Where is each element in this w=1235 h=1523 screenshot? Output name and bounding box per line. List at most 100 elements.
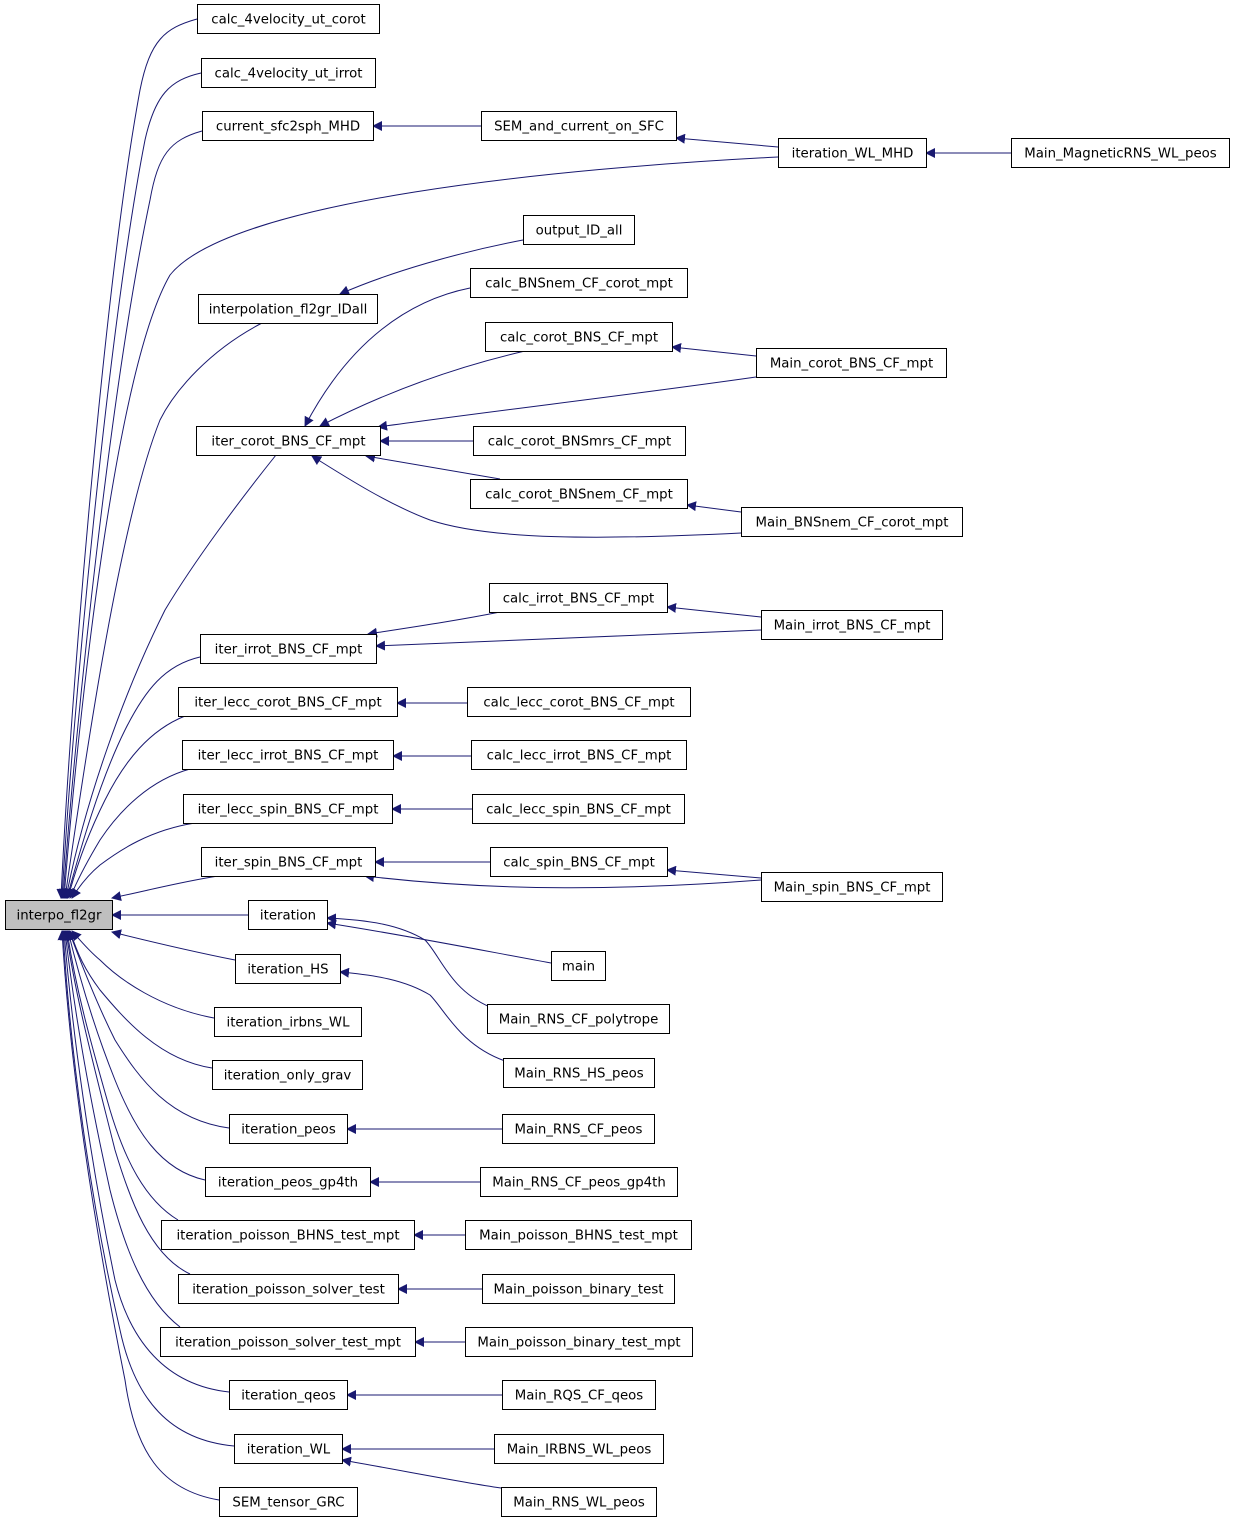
- node-iteration_irbns_WL[interactable]: iteration_irbns_WL: [214, 1007, 362, 1037]
- node-box[interactable]: [161, 1220, 415, 1250]
- node-iteration_poisson_solver_test_mpt[interactable]: iteration_poisson_solver_test_mpt: [160, 1327, 416, 1357]
- node-current_sfc2sph_MHD[interactable]: current_sfc2sph_MHD: [202, 111, 374, 141]
- node-box[interactable]: [470, 268, 688, 298]
- node-box[interactable]: [214, 1007, 362, 1037]
- node-box[interactable]: [196, 426, 381, 456]
- node-calc_lecc_corot_BNS_CF_mpt[interactable]: calc_lecc_corot_BNS_CF_mpt: [467, 687, 691, 717]
- node-box[interactable]: [502, 1114, 655, 1144]
- node-box[interactable]: [248, 900, 328, 930]
- node-box[interactable]: [503, 1058, 655, 1088]
- node-calc_corot_BNSmrs_CF_mpt[interactable]: calc_corot_BNSmrs_CF_mpt: [473, 426, 686, 456]
- node-iteration_peos[interactable]: iteration_peos: [229, 1114, 348, 1144]
- node-Main_BNSnem_CF_corot_mpt[interactable]: Main_BNSnem_CF_corot_mpt: [741, 507, 963, 537]
- node-SEM_tensor_GRC[interactable]: SEM_tensor_GRC: [219, 1487, 358, 1517]
- node-calc_irrot_BNS_CF_mpt[interactable]: calc_irrot_BNS_CF_mpt: [489, 583, 668, 613]
- node-Main_RNS_WL_peos[interactable]: Main_RNS_WL_peos: [501, 1487, 657, 1517]
- node-box[interactable]: [201, 58, 376, 88]
- node-calc_4velocity_ut_irrot[interactable]: calc_4velocity_ut_irrot: [201, 58, 376, 88]
- node-box[interactable]: [501, 1487, 657, 1517]
- node-box[interactable]: [178, 1274, 399, 1304]
- node-Main_MagneticRNS_WL_peos[interactable]: Main_MagneticRNS_WL_peos: [1011, 138, 1230, 168]
- node-iteration[interactable]: iteration: [248, 900, 328, 930]
- node-box[interactable]: [182, 740, 394, 770]
- node-calc_lecc_irrot_BNS_CF_mpt[interactable]: calc_lecc_irrot_BNS_CF_mpt: [471, 740, 687, 770]
- node-box[interactable]: [160, 1327, 416, 1357]
- node-iter_spin_BNS_CF_mpt[interactable]: iter_spin_BNS_CF_mpt: [201, 847, 376, 877]
- node-box[interactable]: [490, 847, 668, 877]
- node-box[interactable]: [467, 687, 691, 717]
- node-box[interactable]: [778, 138, 927, 168]
- node-box[interactable]: [494, 1434, 664, 1464]
- node-box[interactable]: [485, 322, 673, 352]
- node-Main_poisson_binary_test_mpt[interactable]: Main_poisson_binary_test_mpt: [465, 1327, 693, 1357]
- node-box[interactable]: [1011, 138, 1230, 168]
- node-Main_spin_BNS_CF_mpt[interactable]: Main_spin_BNS_CF_mpt: [761, 872, 943, 902]
- node-iteration_WL_MHD[interactable]: iteration_WL_MHD: [778, 138, 927, 168]
- node-box[interactable]: [201, 847, 376, 877]
- node-main[interactable]: main: [551, 951, 606, 981]
- node-iteration_WL[interactable]: iteration_WL: [234, 1434, 343, 1464]
- node-calc_4velocity_ut_corot[interactable]: calc_4velocity_ut_corot: [197, 4, 380, 34]
- node-box[interactable]: [229, 1380, 348, 1410]
- node-box[interactable]: [523, 215, 635, 245]
- node-Main_RNS_HS_peos[interactable]: Main_RNS_HS_peos: [503, 1058, 655, 1088]
- node-box[interactable]: [487, 1004, 670, 1034]
- node-box[interactable]: [205, 1167, 371, 1197]
- node-Main_RNS_CF_peos[interactable]: Main_RNS_CF_peos: [502, 1114, 655, 1144]
- node-iter_irrot_BNS_CF_mpt[interactable]: iter_irrot_BNS_CF_mpt: [200, 634, 377, 664]
- node-box[interactable]: [219, 1487, 358, 1517]
- node-Main_RQS_CF_qeos[interactable]: Main_RQS_CF_qeos: [502, 1380, 656, 1410]
- node-calc_BNSnem_CF_corot_mpt[interactable]: calc_BNSnem_CF_corot_mpt: [470, 268, 688, 298]
- node-box[interactable]: [761, 872, 943, 902]
- node-iter_lecc_spin_BNS_CF_mpt[interactable]: iter_lecc_spin_BNS_CF_mpt: [183, 794, 393, 824]
- node-iteration_peos_gp4th[interactable]: iteration_peos_gp4th: [205, 1167, 371, 1197]
- node-iteration_poisson_solver_test[interactable]: iteration_poisson_solver_test: [178, 1274, 399, 1304]
- node-box[interactable]: [178, 687, 398, 717]
- node-box[interactable]: [5, 900, 113, 930]
- node-iteration_poisson_BHNS_test_mpt[interactable]: iteration_poisson_BHNS_test_mpt: [161, 1220, 415, 1250]
- node-Main_poisson_binary_test[interactable]: Main_poisson_binary_test: [482, 1274, 675, 1304]
- node-iter_lecc_corot_BNS_CF_mpt[interactable]: iter_lecc_corot_BNS_CF_mpt: [178, 687, 398, 717]
- node-calc_corot_BNSnem_CF_mpt[interactable]: calc_corot_BNSnem_CF_mpt: [470, 479, 688, 509]
- node-Main_corot_BNS_CF_mpt[interactable]: Main_corot_BNS_CF_mpt: [756, 348, 947, 378]
- node-box[interactable]: [200, 634, 377, 664]
- node-box[interactable]: [741, 507, 963, 537]
- node-iter_lecc_irrot_BNS_CF_mpt[interactable]: iter_lecc_irrot_BNS_CF_mpt: [182, 740, 394, 770]
- node-box[interactable]: [235, 954, 341, 984]
- node-box[interactable]: [465, 1327, 693, 1357]
- node-iteration_only_grav[interactable]: iteration_only_grav: [212, 1060, 363, 1090]
- node-box[interactable]: [198, 294, 378, 324]
- node-iteration_qeos[interactable]: iteration_qeos: [229, 1380, 348, 1410]
- node-Main_poisson_BHNS_test_mpt[interactable]: Main_poisson_BHNS_test_mpt: [465, 1220, 692, 1250]
- node-box[interactable]: [481, 111, 677, 141]
- node-box[interactable]: [197, 4, 380, 34]
- node-Main_RNS_CF_polytrope[interactable]: Main_RNS_CF_polytrope: [487, 1004, 670, 1034]
- node-box[interactable]: [202, 111, 374, 141]
- node-box[interactable]: [473, 426, 686, 456]
- node-iter_corot_BNS_CF_mpt[interactable]: iter_corot_BNS_CF_mpt: [196, 426, 381, 456]
- node-box[interactable]: [551, 951, 606, 981]
- node-box[interactable]: [756, 348, 947, 378]
- node-box[interactable]: [489, 583, 668, 613]
- node-box[interactable]: [482, 1274, 675, 1304]
- node-box[interactable]: [472, 794, 685, 824]
- node-box[interactable]: [761, 610, 943, 640]
- node-box[interactable]: [229, 1114, 348, 1144]
- node-SEM_and_current_on_SFC[interactable]: SEM_and_current_on_SFC: [481, 111, 677, 141]
- node-calc_corot_BNS_CF_mpt[interactable]: calc_corot_BNS_CF_mpt: [485, 322, 673, 352]
- node-Main_RNS_CF_peos_gp4th[interactable]: Main_RNS_CF_peos_gp4th: [480, 1167, 678, 1197]
- node-Main_irrot_BNS_CF_mpt[interactable]: Main_irrot_BNS_CF_mpt: [761, 610, 943, 640]
- node-box[interactable]: [471, 740, 687, 770]
- node-output_ID_all[interactable]: output_ID_all: [523, 215, 635, 245]
- node-box[interactable]: [470, 479, 688, 509]
- node-box[interactable]: [234, 1434, 343, 1464]
- node-iteration_HS[interactable]: iteration_HS: [235, 954, 341, 984]
- node-calc_spin_BNS_CF_mpt[interactable]: calc_spin_BNS_CF_mpt: [490, 847, 668, 877]
- node-interpolation_fl2gr_IDall[interactable]: interpolation_fl2gr_IDall: [198, 294, 378, 324]
- node-box[interactable]: [465, 1220, 692, 1250]
- node-Main_IRBNS_WL_peos[interactable]: Main_IRBNS_WL_peos: [494, 1434, 664, 1464]
- node-box[interactable]: [502, 1380, 656, 1410]
- node-box[interactable]: [183, 794, 393, 824]
- node-interpo_fl2gr[interactable]: interpo_fl2gr: [5, 900, 113, 930]
- node-calc_lecc_spin_BNS_CF_mpt[interactable]: calc_lecc_spin_BNS_CF_mpt: [472, 794, 685, 824]
